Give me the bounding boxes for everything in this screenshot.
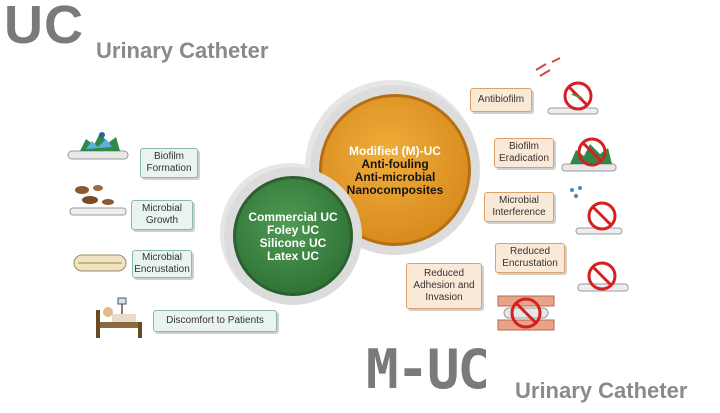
modified-uc-title: Modified (M)-UC <box>349 143 441 158</box>
problem-label: Biofilm <box>153 151 184 162</box>
modified-uc-circle: Modified (M)-UC Anti-fouling Anti-microb… <box>319 94 471 246</box>
commercial-uc-circle: Commercial UC Foley UC Silicone UC Latex… <box>233 176 353 296</box>
muc-heading: M-UC <box>366 338 490 401</box>
solution-label: Biofilm <box>508 141 539 152</box>
solution-box-microbial-interference: Microbial Interference <box>484 192 554 222</box>
solution-label: Microbial <box>498 195 539 206</box>
problem-box-biofilm-formation: Biofilm Formation <box>140 148 198 178</box>
problem-label: Microbial <box>141 252 182 263</box>
muc-subheading: Urinary Catheter <box>515 378 688 403</box>
problem-label: Encrustation <box>134 264 190 275</box>
uc-subheading: Urinary Catheter <box>96 38 269 63</box>
modified-uc-item: Anti-fouling <box>361 156 429 171</box>
solution-label: Eradication <box>498 153 550 164</box>
reduced-adhesion-no-icon <box>497 295 555 331</box>
solution-label: Invasion <box>425 292 463 303</box>
problem-label: Growth <box>145 215 179 226</box>
biofilm-eradication-no-icon <box>561 137 617 172</box>
solution-box-reduced-encrustation: Reduced Encrustation <box>495 243 565 273</box>
problem-label: Microbial <box>141 203 182 214</box>
modified-uc-item: Nanocomposites <box>346 182 444 197</box>
reduced-encrustation-no-icon <box>577 261 629 292</box>
microbial-interference-no-icon <box>570 186 623 235</box>
uc-heading: UC <box>4 0 84 55</box>
solution-label: Reduced <box>423 268 465 279</box>
problem-box-microbial-growth: Microbial Growth <box>131 200 193 230</box>
biofilm-catheter-icon <box>67 132 129 160</box>
encrustation-catheter-icon <box>73 254 127 272</box>
problem-label: Formation <box>146 163 192 174</box>
solution-label: Reduced <box>509 246 551 257</box>
solution-box-antibiofilm: Antibiofilm <box>470 88 532 112</box>
modified-uc-item: Anti-microbial <box>354 169 436 184</box>
solution-label: Adhesion and <box>413 280 475 291</box>
problem-label: Discomfort to Patients <box>166 315 264 326</box>
solution-label: Antibiofilm <box>477 94 525 105</box>
commercial-uc-item: Foley UC <box>266 222 319 237</box>
problem-box-microbial-encrustation: Microbial Encrustation <box>132 250 192 278</box>
problem-box-discomfort: Discomfort to Patients <box>153 310 277 332</box>
solution-box-reduced-adhesion: Reduced Adhesion and Invasion <box>406 263 482 309</box>
commercial-uc-item: Latex UC <box>266 248 319 263</box>
commercial-uc-title: Commercial UC <box>248 209 338 224</box>
solution-label: Interference <box>492 207 546 218</box>
antibiofilm-no-icon <box>535 57 599 115</box>
commercial-uc-item: Silicone UC <box>259 235 327 250</box>
microbial-growth-icon <box>69 185 127 216</box>
solution-label: Encrustation <box>502 258 558 269</box>
patient-bed-icon <box>96 297 142 338</box>
solution-box-biofilm-eradication: Biofilm Eradication <box>494 138 554 168</box>
